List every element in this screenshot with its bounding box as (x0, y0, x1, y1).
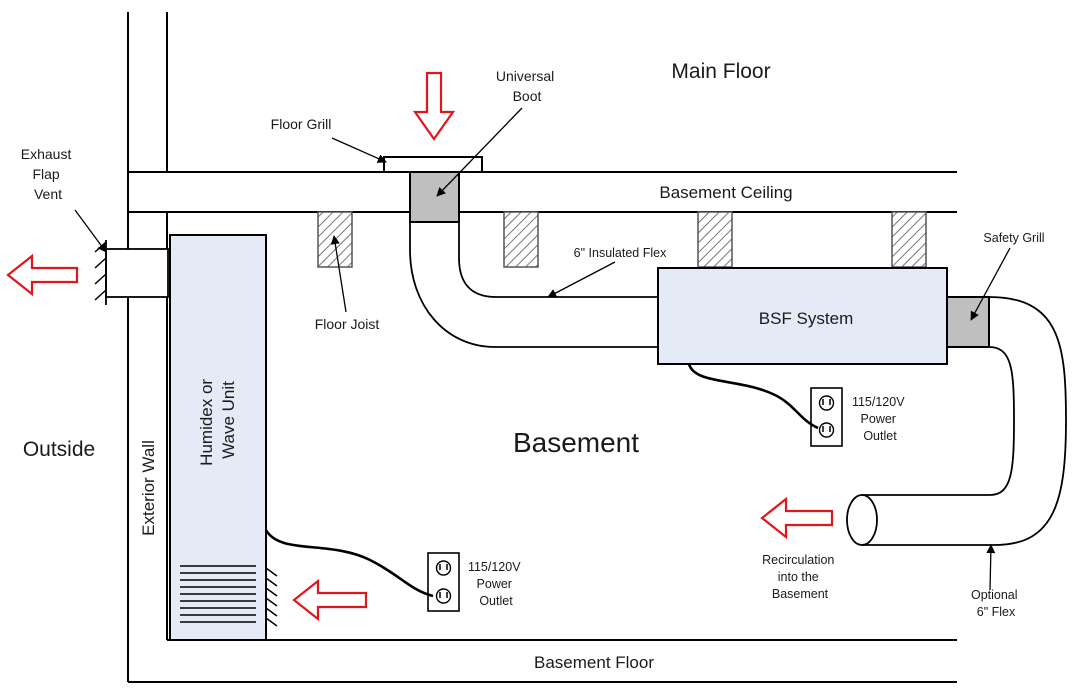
safety-grill-label: Safety Grill (983, 231, 1044, 245)
floor-joists (317, 211, 927, 268)
flex-duct-opening (846, 494, 878, 546)
exhaust-flap-vent (94, 240, 169, 305)
optional-flex-label: Optional 6" Flex (971, 588, 1021, 619)
power-outlet-right (810, 387, 843, 447)
exhaust-pipe (105, 248, 169, 298)
humidex-vent-slats (180, 565, 256, 623)
floor-joist (891, 211, 927, 268)
down-arrow-icon (412, 71, 456, 141)
floor-joist (697, 211, 733, 268)
insulated-flex-label: 6" Insulated Flex (574, 246, 667, 260)
basement-ceiling-label: Basement Ceiling (659, 183, 792, 202)
power-outlet-right-label: 115/120V Power Outlet (852, 395, 908, 443)
floor-joist-label: Floor Joist (315, 316, 380, 332)
humidex-unit-label: Humidex or Wave Unit (197, 374, 238, 466)
floor-joist (503, 211, 539, 268)
insulated-flex-duct (409, 222, 658, 348)
floor-joist (317, 211, 353, 268)
airflow-arrows (6, 71, 834, 622)
humidex-intake-hatch (265, 566, 278, 630)
main-floor-label: Main Floor (671, 60, 770, 83)
power-outlet-left-label: 115/120V Power Outlet (468, 560, 524, 608)
basement-floor-label: Basement Floor (534, 653, 654, 672)
optional-flex-duct (846, 296, 1067, 546)
bsf-system-box (657, 267, 948, 365)
recirculation-left-arrow-icon (760, 496, 834, 540)
power-cord-bsf (687, 363, 819, 430)
exhaust-left-arrow-icon (6, 253, 79, 297)
exterior-wall-label: Exterior Wall (139, 440, 158, 536)
exhaust-flap-vent-label: Exhaust Flap Vent (21, 146, 75, 202)
universal-boot (409, 171, 460, 223)
power-outlet-left (427, 552, 460, 612)
leader-lines (74, 107, 1011, 591)
universal-boot-label: Universal Boot (496, 68, 558, 104)
recirculation-label: Recirculation into the Basement (762, 553, 838, 601)
power-cord-humidex (264, 529, 434, 598)
basement-label: Basement (513, 427, 639, 458)
bsf-system-label: BSF System (759, 309, 853, 328)
floor-grill-label: Floor Grill (271, 116, 332, 132)
safety-grill (946, 296, 990, 348)
outside-label: Outside (23, 438, 95, 461)
intake-left-arrow-icon (292, 578, 368, 622)
